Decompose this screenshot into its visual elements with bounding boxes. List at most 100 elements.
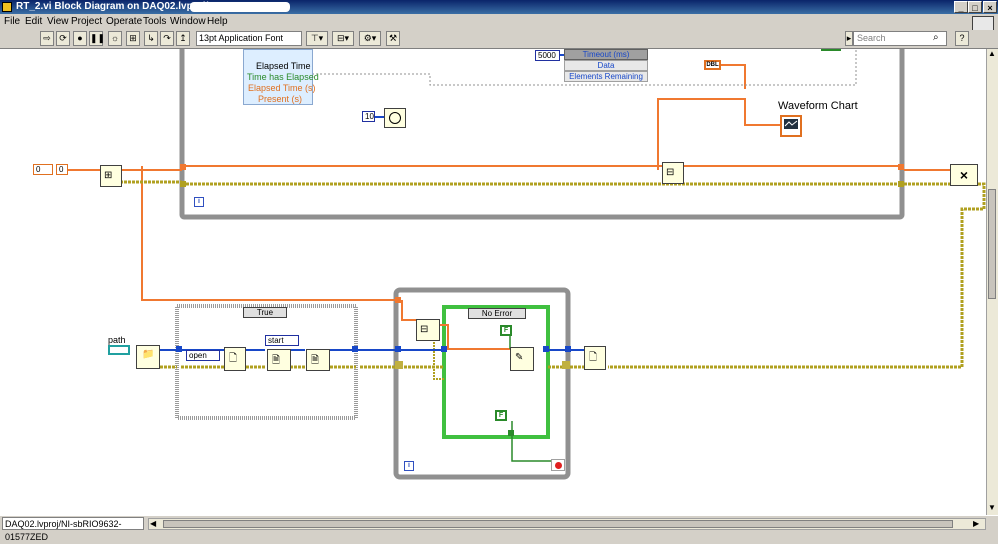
wait-constant[interactable]: 10	[362, 111, 375, 122]
highlight-execution-icon[interactable]: ☼	[108, 31, 122, 46]
clock-icon	[389, 112, 401, 124]
stop-condition-1[interactable]	[821, 49, 841, 51]
loop-iteration-2: i	[404, 461, 414, 471]
menu-operate[interactable]: Operate	[106, 16, 143, 27]
step-over-icon[interactable]: ↷	[160, 31, 174, 46]
hscroll-thumb[interactable]	[163, 520, 953, 528]
enqueue-node[interactable]: ⊟	[662, 162, 684, 184]
menu-project[interactable]: Project	[71, 16, 103, 27]
tunnel-6	[395, 346, 401, 352]
align-objects-icon[interactable]: ⊤▾	[306, 31, 328, 46]
pause-icon[interactable]: ❚❚	[89, 31, 105, 46]
menu-help[interactable]: Help	[207, 16, 228, 27]
path-control[interactable]	[108, 345, 130, 355]
error-wire-top	[120, 180, 986, 369]
tunnel-7	[565, 346, 571, 352]
orange-wire-chart	[657, 98, 782, 170]
case-true-frame	[175, 304, 358, 420]
menu-window[interactable]: Window	[170, 16, 206, 27]
orange-wire-inner	[440, 324, 512, 350]
toolbar: ⇨ ⟳ ● ❚❚ ☼ ⊞ ↳ ↷ ↥ 13pt Application Font…	[0, 30, 998, 49]
run-continuously-icon[interactable]: ⟳	[56, 31, 70, 46]
set-file-position-node[interactable]: 🗎	[267, 349, 291, 371]
run-arrow-icon[interactable]: ⇨	[40, 31, 54, 46]
step-into-icon[interactable]: ↳	[144, 31, 158, 46]
scroll-down-icon[interactable]: ▼	[988, 503, 996, 512]
file-icon: 🗋	[229, 353, 238, 364]
waveform-chart-label: Waveform Chart	[778, 100, 858, 112]
search-icon[interactable]: ⌕	[933, 32, 939, 43]
step-out-icon[interactable]: ↥	[176, 31, 190, 46]
distribute-objects-icon[interactable]: ⊟▾	[332, 31, 354, 46]
wait-ms-node[interactable]	[384, 108, 406, 128]
dequeue-elements-remaining[interactable]: Elements Remaining	[564, 71, 648, 82]
menu-edit[interactable]: Edit	[25, 16, 43, 27]
release-queue-node[interactable]: ×	[950, 164, 978, 186]
vertical-scrollbar[interactable]: ▲ ▼	[986, 49, 998, 515]
case-noerror-selector[interactable]: No Error	[468, 308, 526, 319]
window-title: RT_2.vi Block Diagram on DAQ02.lvproj/	[16, 1, 209, 12]
menu-view[interactable]: View	[47, 16, 69, 27]
title-bar: RT_2.vi Block Diagram on DAQ02.lvproj/ _…	[0, 0, 998, 14]
tunnel-3	[180, 181, 186, 187]
close-button[interactable]: ×	[983, 1, 997, 13]
case-true-selector[interactable]: True	[243, 307, 287, 318]
queue-element-constant[interactable]: 0	[56, 164, 68, 175]
file-close-icon: 🗋	[589, 352, 598, 363]
menu-tools[interactable]: Tools	[143, 16, 167, 27]
tunnel-8	[176, 346, 182, 352]
tunnel-11	[441, 346, 447, 352]
file-write-icon: 🗎	[311, 355, 320, 366]
tunnel-10	[543, 346, 549, 352]
maximize-button[interactable]: □	[968, 1, 982, 13]
reorder-icon[interactable]: ⚙▾	[359, 31, 381, 46]
elapsed-time-node[interactable]: Elapsed Time Time has Elapsed Elapsed Ti…	[243, 49, 319, 105]
font-selector[interactable]: 13pt Application Font	[196, 31, 302, 46]
start-enum[interactable]: start	[265, 335, 299, 346]
search-input[interactable]: Search	[853, 31, 947, 46]
block-diagram[interactable]: Elapsed Time Time has Elapsed Elapsed Ti…	[0, 49, 986, 515]
dequeue-data[interactable]: Data	[564, 60, 648, 71]
shift-reg-right	[562, 361, 570, 369]
pen-icon: ✎	[515, 352, 524, 363]
target-path: DAQ02.lvproj/NI-sbRIO9632-01577ZED	[2, 517, 144, 542]
search-dropdown-icon[interactable]: ▸	[845, 31, 853, 46]
open-enum[interactable]: open	[186, 350, 220, 361]
labview-icon	[2, 2, 12, 12]
stop-button-terminal[interactable]	[551, 459, 565, 471]
queue-size-constant[interactable]: 0	[33, 164, 53, 175]
open-file-node[interactable]: 🗋	[224, 347, 246, 371]
error-wire-loop	[433, 333, 444, 380]
scroll-left-icon[interactable]: ◀	[150, 519, 157, 528]
context-help-button[interactable]: ?	[955, 31, 969, 46]
queue-icon: ⊞	[104, 170, 113, 181]
elapsed-time-seconds: Elapsed Time (s)	[248, 83, 316, 93]
false-constant-1[interactable]: F	[500, 325, 512, 336]
write-text-node[interactable]: ✎	[510, 347, 534, 371]
retain-wire-values-icon[interactable]: ⊞	[126, 31, 140, 46]
dbl-indicator[interactable]: DBL	[704, 60, 721, 70]
while-loop-2	[393, 287, 571, 480]
loop-iteration-1: i	[194, 197, 204, 207]
minimize-button[interactable]: _	[954, 1, 968, 13]
scroll-right-icon[interactable]: ▶	[973, 519, 980, 528]
menu-file[interactable]: File	[4, 16, 21, 27]
dequeue-node[interactable]: ⊟	[416, 319, 440, 341]
false-constant-2[interactable]: F	[495, 410, 507, 421]
horizontal-scrollbar[interactable]: ◀ ▶	[148, 518, 986, 530]
build-path-node[interactable]: 📁	[136, 345, 160, 369]
timeout-constant[interactable]: 5000	[535, 50, 560, 61]
tunnel-4	[898, 181, 904, 187]
elapsed-wire	[312, 49, 857, 86]
redacted-path	[190, 2, 290, 12]
waveform-chart-terminal[interactable]	[780, 115, 802, 137]
dequeue-timeout[interactable]: Timeout (ms)	[564, 49, 648, 60]
close-file-node[interactable]: 🗋	[584, 346, 606, 370]
scroll-up-icon[interactable]: ▲	[988, 49, 996, 58]
scroll-thumb[interactable]	[988, 189, 996, 299]
write-file-node[interactable]: 🗎	[306, 349, 330, 371]
cleanup-diagram-icon[interactable]: ⚒	[386, 31, 400, 46]
obtain-queue-node[interactable]: ⊞	[100, 165, 122, 187]
abort-icon[interactable]: ●	[73, 31, 87, 46]
elapsed-time-present: Present (s)	[258, 94, 303, 104]
